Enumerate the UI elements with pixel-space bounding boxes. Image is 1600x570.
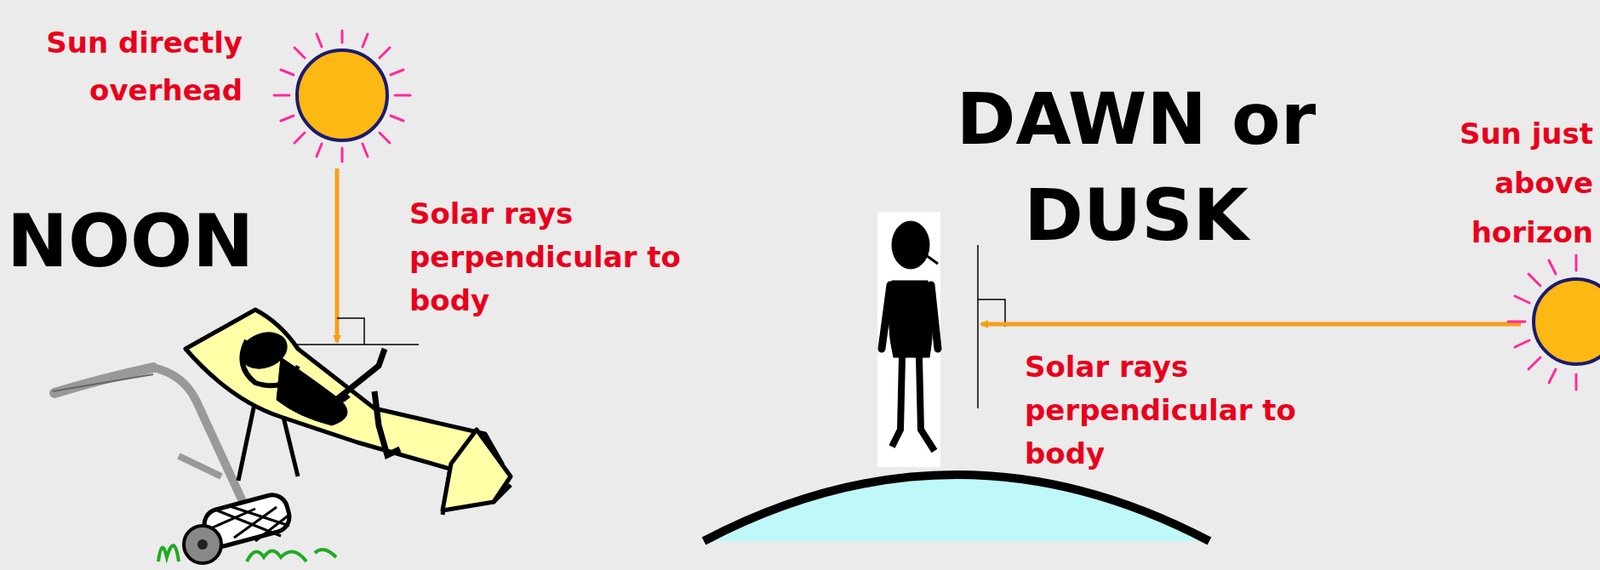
figure-backdrop xyxy=(877,211,941,468)
panel-heading: NOON xyxy=(6,194,280,288)
sun-disc xyxy=(1533,279,1600,365)
panel-heading: DAWN or DUSK xyxy=(936,71,1337,264)
ray-label: Solar rays perpendicular to body xyxy=(409,192,716,323)
sun-noon xyxy=(274,30,411,162)
lounge-chair xyxy=(185,309,511,515)
sunbather xyxy=(235,326,400,456)
sun-label: Sun just above horizon xyxy=(1395,108,1594,258)
earth xyxy=(703,474,1210,542)
standing-person xyxy=(881,221,938,452)
sun-label: Sun directly overhead xyxy=(17,18,243,115)
ray-label: Solar rays perpendicular to body xyxy=(1024,345,1332,476)
solar-ray xyxy=(335,168,340,343)
earth-outline xyxy=(703,474,1210,542)
sun-disc xyxy=(297,50,388,141)
right-angle xyxy=(337,318,365,345)
grass xyxy=(158,545,337,562)
solar-ray xyxy=(981,322,1521,327)
body-plane xyxy=(977,245,979,409)
